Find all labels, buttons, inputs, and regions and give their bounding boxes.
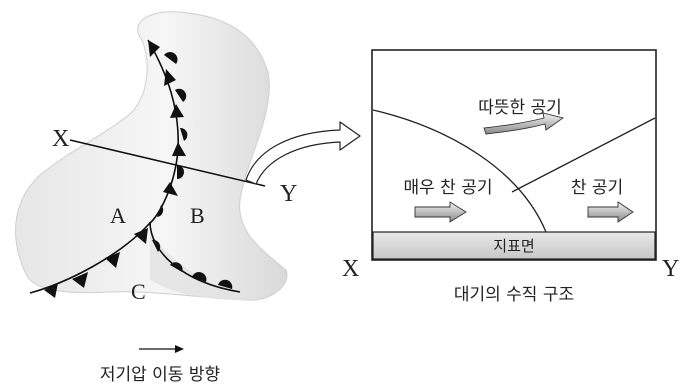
section-end-x-label: X: [342, 256, 359, 282]
movement-arrow-head: [175, 345, 184, 353]
cold-front-triangle: [170, 104, 184, 118]
ground-label: 지표면: [493, 237, 534, 255]
warm-air-arrow: [483, 112, 565, 135]
cold-air-arrow: [587, 201, 634, 223]
cross-section-line: [69, 139, 266, 187]
warm-air-label: 따뜻한 공기: [478, 98, 562, 118]
warm-front-semicircle: [177, 165, 184, 179]
region-b-label: B: [190, 203, 205, 228]
connector-arrow: [245, 121, 361, 185]
cold-front-triangle: [134, 228, 148, 244]
cross-section-caption: 대기의 수직 구조: [454, 285, 574, 305]
warm-front-semicircles: [152, 52, 233, 289]
warm-front-boundary: [511, 117, 656, 193]
cold-front-triangle: [148, 40, 160, 57]
vertical-cross-section: 따뜻한 공기 매우 찬 공기 찬 공기 지표면 X Y 대기의 수직 구조: [342, 49, 679, 305]
warm-front-semicircle: [175, 88, 187, 102]
cold-front-triangle: [164, 69, 176, 86]
warm-front-semicircle: [218, 279, 233, 289]
cold-air-label: 찬 공기: [571, 178, 623, 198]
warm-front-semicircle: [170, 262, 183, 272]
cold-front-triangle: [72, 272, 88, 288]
point-x-label: X: [52, 126, 69, 152]
warm-front-semicircle: [192, 272, 207, 282]
warm-front-semicircle: [157, 205, 164, 217]
region-c-label: C: [131, 279, 146, 304]
very-cold-air-arrow: [414, 201, 467, 223]
movement-direction-caption: 저기압 이동 방향: [100, 365, 220, 385]
air-mass-3d-sketch: X Y A B C 저기압 이동 방향: [15, 11, 297, 385]
warm-front-semicircle: [180, 127, 188, 141]
region-a-label: A: [110, 203, 126, 228]
cold-front-triangle: [172, 142, 186, 156]
cold-front-triangle: [163, 182, 178, 196]
cold-front-line: [29, 39, 180, 294]
surface-fold-shading: [150, 232, 248, 300]
very-cold-air-label: 매우 찬 공기: [403, 178, 492, 198]
ground-surface: [372, 231, 656, 260]
warm-front-semicircle: [164, 52, 178, 64]
section-end-y-label: Y: [662, 256, 679, 282]
cold-front-triangle: [44, 283, 58, 298]
cold-front-boundary: [372, 109, 547, 233]
cold-front-triangles: [44, 40, 186, 298]
cross-section-frame: [371, 49, 657, 261]
connector-arrow-body: [245, 121, 361, 185]
cold-front-triangle: [105, 252, 120, 268]
point-y-label: Y: [280, 181, 297, 207]
warm-front-semicircle: [152, 239, 161, 252]
